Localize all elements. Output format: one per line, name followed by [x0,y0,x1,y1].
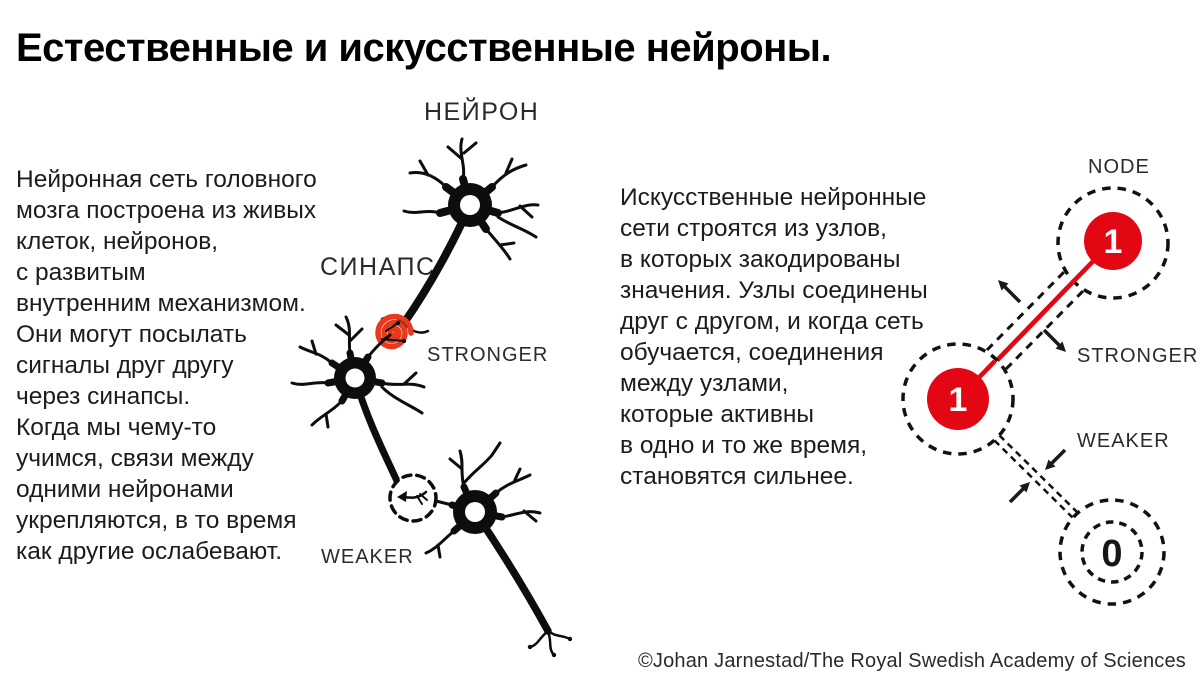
stronger-label-right: STRONGER [1077,345,1199,367]
stronger-label-left: STRONGER [427,344,549,366]
node-middle-value: 1 [949,381,968,419]
node-top-value: 1 [1104,223,1123,261]
weaker-label-right: WEAKER [1077,430,1170,452]
node-bottom-value: 0 [1101,533,1122,575]
artificial-nodes-illustration: 1 1 0 [901,186,1170,606]
node-top: 1 [976,186,1170,382]
right-paragraph: Искусственные нейронные сети строятся из… [620,184,928,490]
weaker-arrows [1008,448,1067,504]
credit-line: ©Johan Jarnestad/The Royal Swedish Acade… [637,650,1186,672]
weaker-label-left: WEAKER [321,546,414,568]
neuron-top [380,137,540,334]
left-paragraph: Нейронная сеть головного мозга построена… [16,166,317,565]
node-bottom: 0 [1058,498,1166,606]
weaker-corridor-dashes [993,434,1079,519]
neuron-bottom [424,441,573,658]
page-title: Естественные и искусственные нейроны. [16,26,832,70]
stronger-arrows [998,280,1066,352]
stronger-corridor-dashes [985,269,1086,371]
neuron-middle [290,315,426,485]
weaker-synapse-icon [388,473,438,523]
neuron-label: НЕЙРОН [424,98,540,126]
natural-neurons-illustration [290,137,573,658]
node-label: NODE [1088,156,1150,178]
node-middle: 1 [901,342,1015,456]
synapse-label: СИНАПС [320,253,436,281]
